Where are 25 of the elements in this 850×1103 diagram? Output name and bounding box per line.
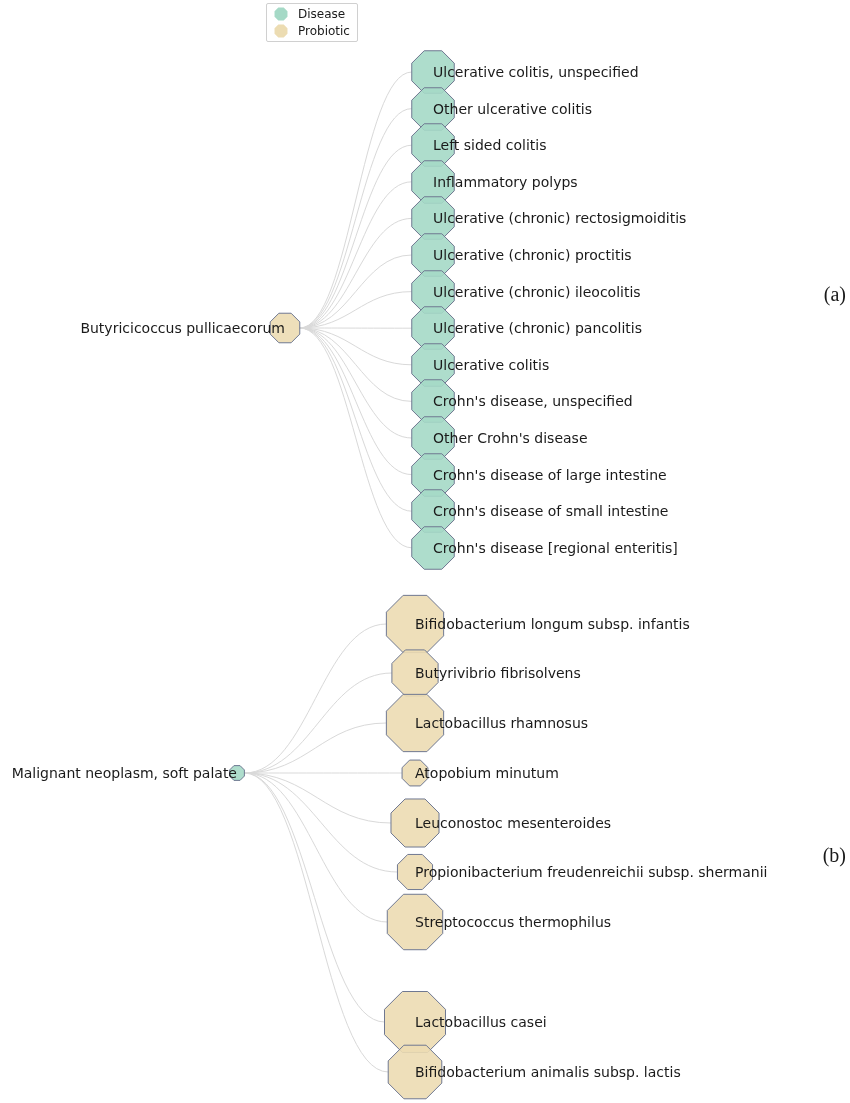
- node-label: Bifidobacterium animalis subsp. lactis: [415, 1065, 681, 1079]
- legend-label: Probiotic: [298, 25, 350, 37]
- node-label: Other Crohn's disease: [433, 431, 588, 445]
- node-label: Ulcerative (chronic) proctitis: [433, 248, 632, 262]
- node-label: Left sided colitis: [433, 138, 547, 153]
- node-label: Inflammatory polyps: [433, 174, 578, 189]
- node-label: Ulcerative (chronic) ileocolitis: [433, 284, 641, 299]
- node-label: Butyricicoccus pullicaecorum: [80, 321, 285, 335]
- node-label: Other ulcerative colitis: [433, 101, 593, 116]
- node-label: Ulcerative (chronic) pancolitis: [433, 321, 642, 336]
- node-label: Crohn's disease of small intestine: [433, 504, 669, 519]
- node-label: Butyrivibrio fibrisolvens: [415, 666, 581, 680]
- node-label: Malignant neoplasm, soft palate: [11, 766, 237, 780]
- node-label: Crohn's disease, unspecified: [433, 394, 633, 409]
- node-label: Streptococcus thermophilus: [415, 915, 612, 929]
- node-label: Leuconostoc mesenteroides: [415, 816, 612, 830]
- legend-label: Disease: [298, 8, 346, 20]
- panel-label: (b): [822, 843, 846, 869]
- node-label: Crohn's disease of large intestine: [433, 467, 667, 482]
- node-label: Crohn's disease [regional enteritis]: [433, 540, 678, 555]
- node-label: Ulcerative colitis: [433, 357, 550, 372]
- node-label: Ulcerative colitis, unspecified: [433, 65, 639, 79]
- panel-label: (a): [823, 282, 846, 308]
- node-label: Ulcerative (chronic) rectosigmoiditis: [433, 211, 687, 226]
- node-label: Atopobium minutum: [415, 766, 559, 780]
